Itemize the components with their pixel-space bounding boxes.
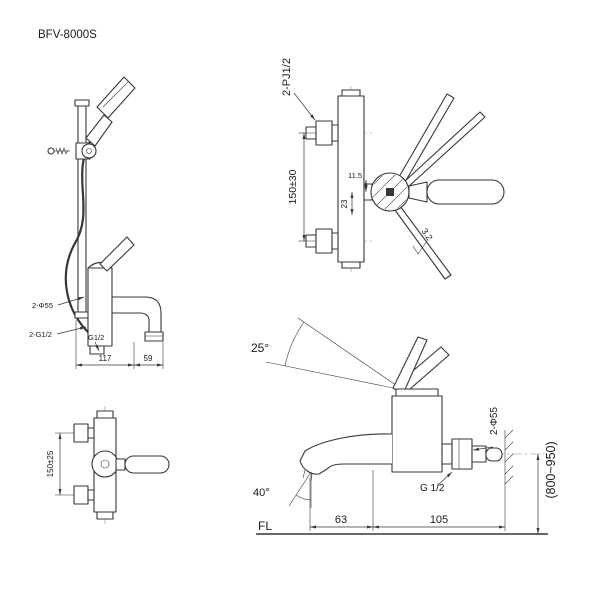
slide-bar	[77, 105, 87, 313]
inlet-nut-bottom	[73, 485, 89, 505]
valve-cap	[485, 447, 503, 462]
dim-117-label: 117	[99, 354, 112, 363]
mixer-body	[391, 395, 443, 473]
spout	[299, 433, 393, 475]
lever-swing-down	[394, 205, 452, 280]
view-front-detail: 2-PJ1/2 150±30 23 11.5 3.2	[281, 58, 505, 280]
thread-label: 2-PJ1/2	[281, 58, 293, 96]
inlet-nut-bottom	[315, 228, 333, 254]
angle-40-label: 40°	[253, 487, 270, 499]
wall-screw	[47, 147, 55, 155]
hand-shower-head	[96, 76, 136, 119]
cartridge	[91, 450, 119, 478]
install-height-label: (800~950)	[544, 441, 558, 498]
inlet-nut-top	[73, 423, 89, 443]
lever	[124, 455, 170, 474]
thread-label: G 1/2	[420, 483, 445, 494]
dim-63-label: 63	[335, 514, 347, 526]
view-side-install: 25° 40° 2-Φ55 G 1/2	[251, 317, 558, 535]
dim-150-25-label: 150±25	[46, 450, 55, 477]
dim-59-label: 59	[144, 354, 153, 363]
view-front-small: 150±25	[46, 406, 170, 524]
inlet-nut-top	[315, 120, 333, 146]
spout-aerator	[144, 331, 164, 342]
dim-150-30-label: 150±30	[287, 169, 299, 204]
fl-label: FL	[258, 519, 272, 533]
angle-25-label: 25°	[251, 341, 269, 355]
bracket-knob	[81, 143, 97, 159]
mixer-body	[87, 267, 113, 347]
spout	[111, 296, 162, 333]
dim-11-5-label: 11.5	[348, 171, 362, 180]
roughness-symbol	[412, 240, 428, 255]
dim-105-label: 105	[430, 514, 448, 526]
dim-23-label: 23	[340, 199, 349, 208]
hand-shower-handle	[85, 114, 113, 147]
angle-arc	[284, 321, 305, 367]
phi55-label: 2-Φ55	[32, 301, 53, 310]
phi55-label: 2-Φ55	[489, 407, 500, 435]
check-valve-hex	[451, 438, 473, 470]
body-plate	[337, 95, 365, 263]
view-side-detail: 2-Φ55 2-G1/2 G1/2 117 59	[29, 76, 164, 369]
drawing-title: BFV-8000S	[38, 29, 97, 41]
thread-pair-label: 2-G1/2	[29, 330, 52, 339]
thread-spout-label: G1/2	[88, 333, 104, 342]
mixer-lever	[99, 236, 135, 272]
lever	[426, 179, 505, 205]
